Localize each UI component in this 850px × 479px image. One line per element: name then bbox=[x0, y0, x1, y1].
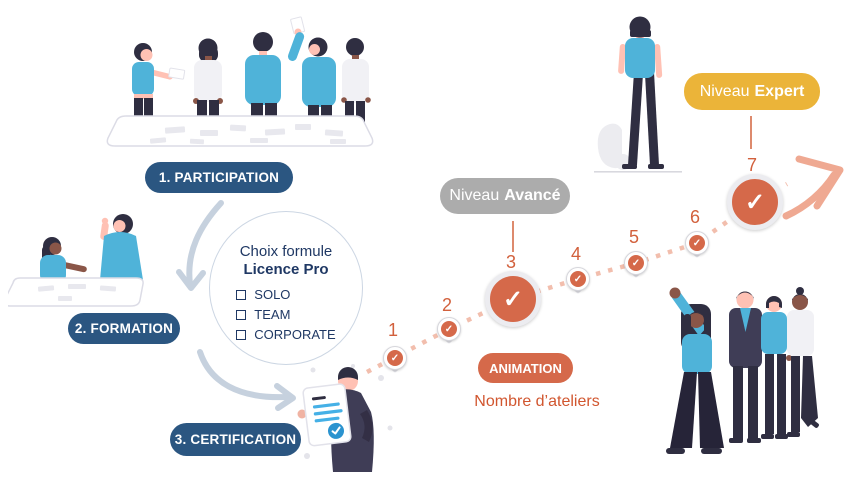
formula-option-team: TEAM bbox=[236, 307, 290, 322]
milestone-pin-icon: ✓ bbox=[566, 267, 590, 295]
check-icon: ✓ bbox=[744, 188, 766, 216]
formula-title: Choix formule bbox=[239, 243, 333, 260]
team-table-illustration bbox=[106, 16, 374, 147]
formula-subtitle: Licence Pro bbox=[243, 261, 329, 278]
formation-illustration bbox=[8, 214, 144, 307]
milestone-number-7: 7 bbox=[746, 155, 758, 175]
group-illustration bbox=[666, 287, 819, 454]
checkbox-icon bbox=[236, 289, 247, 300]
milestone-pin-icon: ✓ bbox=[624, 251, 648, 279]
formula-option-solo: SOLO bbox=[236, 287, 290, 302]
level-expert-connector bbox=[750, 116, 752, 149]
check-icon: ✓ bbox=[570, 271, 586, 287]
check-icon: ✓ bbox=[387, 350, 403, 366]
step-formation-badge: 2. FORMATION bbox=[68, 313, 180, 344]
milestone-number-3: 3 bbox=[505, 252, 517, 272]
step-participation-badge: 1. PARTICIPATION bbox=[145, 162, 293, 193]
milestone-major-3-icon: ✓ bbox=[485, 271, 541, 327]
milestone-number-5: 5 bbox=[628, 227, 640, 247]
axis-label: Nombre d’ateliers bbox=[474, 393, 600, 410]
checkbox-icon bbox=[236, 329, 247, 340]
certification-illustration bbox=[297, 364, 393, 472]
checkbox-icon bbox=[236, 309, 247, 320]
check-icon: ✓ bbox=[628, 255, 644, 271]
step-certification-badge: 3. CERTIFICATION bbox=[170, 423, 301, 456]
milestone-pin-icon: ✓ bbox=[685, 231, 709, 259]
expert-woman-illustration bbox=[594, 16, 682, 173]
milestone-number-4: 4 bbox=[570, 244, 582, 264]
check-icon: ✓ bbox=[689, 235, 705, 251]
check-icon: ✓ bbox=[441, 321, 457, 337]
milestone-number-1: 1 bbox=[387, 320, 399, 340]
formula-choice-circle: Choix formule Licence Pro SOLO TEAM CORP… bbox=[209, 211, 363, 365]
check-icon: ✓ bbox=[502, 285, 524, 313]
milestone-pin-icon: ✓ bbox=[383, 346, 407, 374]
animation-badge: ANIMATION bbox=[478, 353, 573, 383]
formula-option-corporate: CORPORATE bbox=[236, 327, 336, 342]
milestone-number-6: 6 bbox=[689, 207, 701, 227]
milestone-number-2: 2 bbox=[441, 295, 453, 315]
level-advanced-connector bbox=[512, 221, 514, 252]
milestone-pin-icon: ✓ bbox=[437, 317, 461, 345]
milestone-major-7-icon: ✓ bbox=[727, 174, 783, 230]
trend-arrow-icon bbox=[782, 155, 844, 220]
formula-options: SOLO TEAM CORPORATE bbox=[236, 287, 336, 342]
